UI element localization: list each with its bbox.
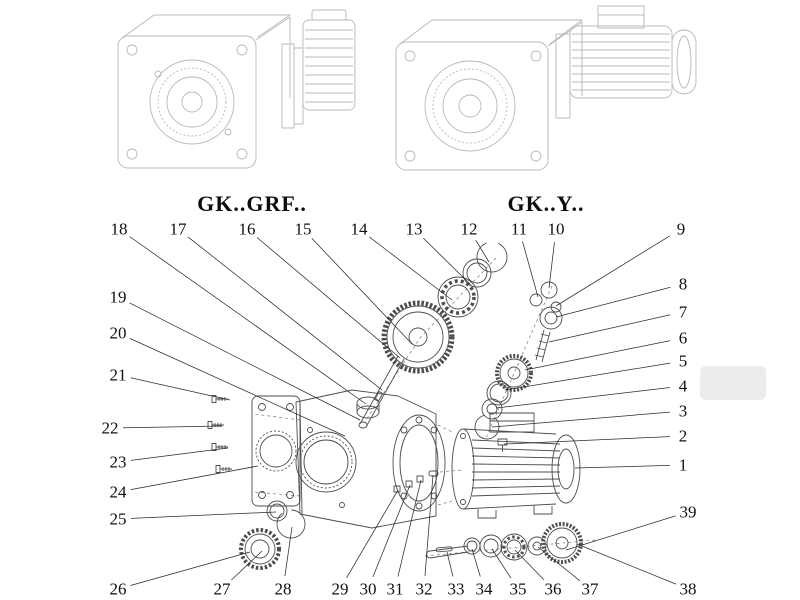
leader-line-37 (537, 546, 581, 582)
leader-line-39 (565, 515, 676, 551)
leader-line-1 (574, 465, 671, 469)
leader-line-25 (130, 511, 277, 519)
cover-ring (239, 528, 281, 570)
leader-line-13 (423, 237, 471, 285)
leader-line-14 (369, 236, 453, 301)
leader-line-4 (495, 387, 671, 409)
leader-line-8 (555, 286, 671, 318)
leader-line-19 (129, 302, 361, 421)
leader-line-22 (122, 425, 223, 429)
flange-screws (207, 395, 232, 473)
leader-line-33 (446, 551, 454, 577)
watermark (700, 366, 766, 400)
leader-line-10 (548, 241, 555, 289)
leader-line-21 (130, 377, 231, 401)
leader-line-11 (522, 241, 539, 298)
output-shaft-assembly (426, 522, 583, 564)
housing (295, 389, 446, 529)
flange-plate (251, 395, 301, 507)
leader-line-32 (424, 474, 434, 577)
exploded-view (207, 241, 596, 570)
leader-line-26 (130, 551, 251, 586)
leader-line-17 (187, 236, 383, 391)
leader-line-5 (504, 362, 671, 391)
leader-line-30 (372, 484, 411, 578)
leader-line-12 (475, 239, 490, 263)
leader-line-6 (524, 340, 671, 371)
leader-line-2 (503, 436, 671, 445)
variant-label-gk-y: GK..Y.. (507, 191, 585, 216)
leader-line-36 (514, 549, 545, 580)
leader-line-34 (471, 548, 481, 577)
variant-label-gk-grf: GK..GRF.. (197, 191, 307, 216)
leader-line-7 (548, 314, 671, 343)
large-gear (381, 300, 455, 374)
leader-line-31 (397, 479, 422, 577)
leader-line-15 (311, 238, 413, 345)
leader-line-16 (256, 237, 401, 359)
leader-line-9 (555, 235, 671, 307)
bearing-upper (437, 276, 479, 318)
motor (451, 412, 581, 519)
input-shaft (358, 355, 405, 429)
leader-line-20 (129, 338, 346, 437)
leader-line-38 (576, 543, 677, 585)
leader-line-28 (284, 526, 293, 577)
leader-line-29 (346, 489, 399, 578)
leader-line-24 (130, 465, 259, 490)
leader-line-18 (129, 236, 367, 405)
sketch-gk-grf (117, 9, 356, 169)
ring-13 (462, 258, 492, 288)
leader-line-3 (491, 411, 671, 428)
leader-line-27 (231, 550, 263, 581)
sketch-gk-y (395, 5, 697, 171)
assembly-axes (253, 257, 596, 557)
leader-line-23 (130, 447, 229, 461)
leader-line-35 (491, 548, 512, 579)
snap-ring-28 (276, 509, 306, 539)
seal-ring-25 (266, 500, 288, 522)
leader-lines (122, 235, 677, 586)
pinion-chain (474, 281, 563, 440)
